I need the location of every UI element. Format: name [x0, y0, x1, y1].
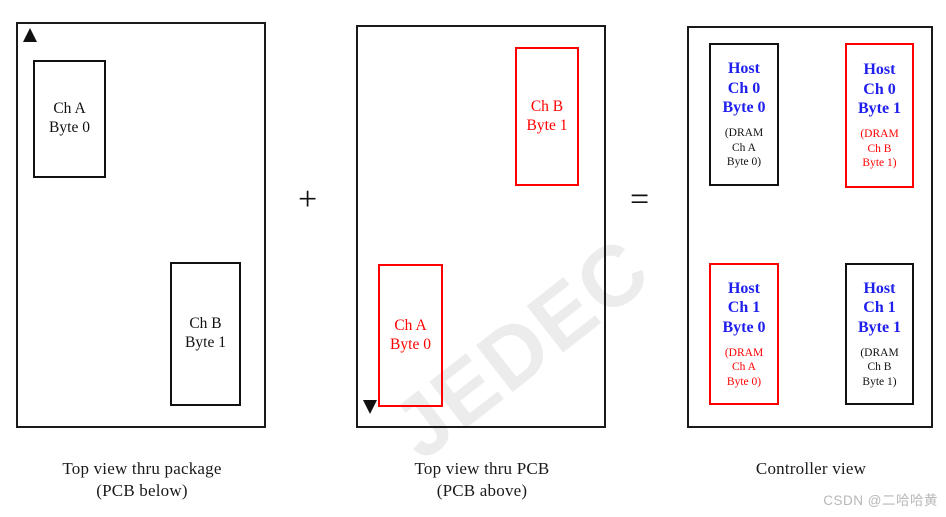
- cell-label-line2: Byte 1: [526, 116, 568, 134]
- host-line3: Byte 0: [722, 99, 766, 117]
- caption-panel-2: Top view thru PCB (PCB above): [346, 458, 618, 503]
- orientation-triangle-down-icon: [363, 400, 377, 414]
- caption-main: Controller view: [755, 459, 867, 478]
- host-line3: Byte 1: [857, 100, 902, 118]
- host-line2: Ch 1: [863, 299, 896, 317]
- dram-line3: Byte 1): [862, 157, 897, 170]
- host-line2: Ch 0: [727, 79, 761, 97]
- cell-label-line2: Byte 1: [185, 334, 226, 351]
- caption-panel-3: Controller view: [680, 458, 942, 480]
- dram-line2: Ch A: [732, 361, 756, 374]
- controller-cell-host-ch0-byte1: Host Ch 0 Byte 1 (DRAM Ch B Byte 1): [845, 43, 914, 188]
- caption-main: Top view thru package: [62, 459, 222, 478]
- host-line1: Host: [727, 279, 760, 297]
- cell-label-line1: Ch B: [189, 315, 222, 333]
- cell-label-line1: Ch A: [53, 100, 86, 118]
- orientation-triangle-up-icon: [23, 28, 37, 42]
- host-line1: Host: [727, 60, 760, 78]
- pcb-cell-ch-a-byte-0: Ch A Byte 0: [378, 264, 443, 407]
- cell-label-line2: Byte 0: [49, 119, 90, 136]
- package-cell-ch-b-byte-1: Ch B Byte 1: [170, 262, 241, 406]
- dram-label: (DRAM Ch B Byte 1): [860, 346, 898, 389]
- panel-top-view-thru-package: [16, 22, 266, 428]
- dram-line1: (DRAM: [724, 127, 764, 140]
- dram-line3: Byte 1): [862, 375, 897, 388]
- host-line2: Ch 0: [863, 80, 896, 98]
- host-line1: Host: [863, 61, 896, 79]
- host-line3: Byte 0: [722, 318, 766, 336]
- host-label: Host Ch 1 Byte 0: [722, 279, 765, 337]
- plus-operator-icon: +: [298, 181, 318, 218]
- dram-line3: Byte 0): [726, 375, 762, 388]
- dram-label: (DRAM Ch A Byte 0): [725, 346, 763, 389]
- controller-cell-host-ch1-byte0: Host Ch 1 Byte 0 (DRAM Ch A Byte 0): [709, 263, 779, 405]
- caption-sub: (PCB above): [436, 481, 528, 501]
- caption-main: Top view thru PCB: [414, 459, 550, 478]
- dram-line1: (DRAM: [724, 346, 764, 359]
- host-line2: Ch 1: [727, 299, 761, 317]
- dram-label: (DRAM Ch B Byte 1): [860, 127, 898, 170]
- controller-cell-host-ch1-byte1: Host Ch 1 Byte 1 (DRAM Ch B Byte 1): [845, 263, 914, 405]
- host-label: Host Ch 0 Byte 1: [858, 60, 901, 118]
- cell-label-line1: Ch B: [530, 97, 564, 115]
- dram-label: (DRAM Ch A Byte 0): [725, 126, 763, 169]
- host-label: Host Ch 1 Byte 1: [858, 279, 901, 337]
- dram-line3: Byte 0): [726, 156, 762, 169]
- caption-sub: (PCB below): [96, 481, 188, 501]
- cell-label-line1: Ch A: [394, 316, 427, 334]
- dram-line1: (DRAM: [860, 346, 899, 359]
- host-line3: Byte 1: [857, 318, 902, 336]
- cell-label-line2: Byte 0: [390, 335, 431, 353]
- dram-line2: Ch A: [732, 141, 756, 154]
- pcb-cell-ch-b-byte-1: Ch B Byte 1: [515, 47, 579, 186]
- panel-top-view-thru-pcb: [356, 25, 606, 428]
- dram-line2: Ch B: [867, 361, 892, 374]
- caption-panel-1: Top view thru package (PCB below): [6, 458, 278, 503]
- csdn-credit-watermark: CSDN @二哈哈黄: [823, 493, 938, 508]
- host-line1: Host: [863, 279, 896, 297]
- host-label: Host Ch 0 Byte 0: [722, 59, 765, 117]
- package-cell-ch-a-byte-0: Ch A Byte 0: [33, 60, 106, 178]
- dram-line1: (DRAM: [860, 128, 899, 141]
- controller-cell-host-ch0-byte0: Host Ch 0 Byte 0 (DRAM Ch A Byte 0): [709, 43, 779, 186]
- panel-controller-view: [687, 26, 933, 428]
- equals-operator-icon: =: [630, 181, 650, 218]
- dram-line2: Ch B: [867, 142, 892, 155]
